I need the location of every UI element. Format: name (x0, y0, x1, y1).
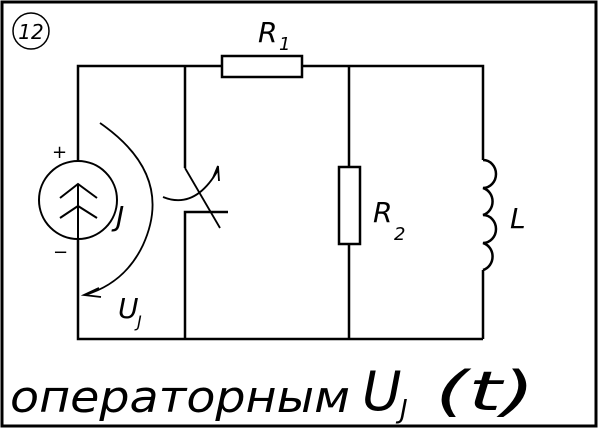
current-source-j (38, 160, 118, 240)
caption-argument: (t) (435, 360, 535, 423)
resistor-r1 (220, 54, 304, 79)
r2-label: R (373, 196, 392, 229)
r1-label: R (258, 16, 277, 49)
inductor-label: L (510, 202, 526, 235)
wires (76, 64, 485, 341)
caption: операторным U J (t) (10, 360, 535, 425)
voltage-label: U (118, 292, 139, 325)
source-minus-sign: − (53, 242, 68, 263)
caption-text: операторным (10, 372, 350, 423)
problem-number: 12 (12, 12, 50, 50)
caption-symbol: U (362, 360, 402, 423)
resistor-r2 (337, 165, 362, 246)
voltage-subscript: J (134, 312, 142, 331)
switch (162, 165, 221, 229)
r1-subscript: 1 (279, 34, 290, 55)
source-plus-sign: + (52, 142, 67, 163)
inductor-l (482, 158, 498, 272)
problem-number-text: 12 (18, 20, 43, 44)
voltage-arrow (80, 122, 154, 298)
r2-subscript: 2 (394, 224, 405, 245)
